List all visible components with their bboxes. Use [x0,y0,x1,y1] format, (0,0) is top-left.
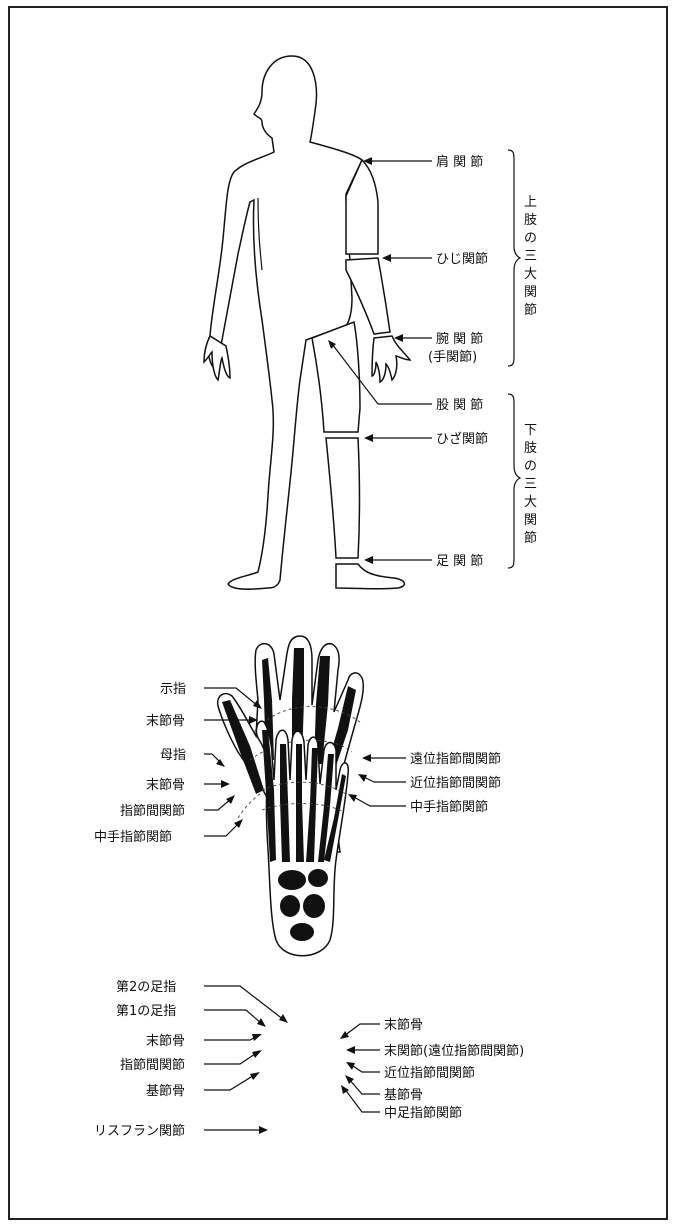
foot-labels: 第2の足指 第1の足指 末節骨 指節間関節 基節骨 リスフラン関節 末節骨 末関… [94,980,524,1139]
upper-limb-group-label: 上 肢 の 三 大 関 節 [524,195,537,318]
label-thumb: 母指 [160,748,186,763]
label-hand-ip-joint: 指節間関節 [120,804,185,819]
label-knee-joint: ひざ関節 [436,431,488,447]
label-foot-pip-joint: 近位指節間関節 [384,1066,475,1081]
lower-group-char-7: 節 [524,531,537,546]
joint-group-braces [508,150,520,568]
lower-group-char-2: 肢 [524,440,537,456]
label-lisfranc-joint: リスフラン関節 [94,1124,185,1139]
label-second-toe: 第2の足指 [116,980,176,995]
label-elbow-joint: ひじ関節 [436,252,488,267]
upper-group-char-1: 上 [524,195,537,210]
label-wrist-joint-alt: (手関節) [428,350,477,365]
label-hand-distal-phalanx-1: 末節骨 [146,714,185,729]
label-foot-distal-joint: 末関節(遠位指節間関節) [384,1044,524,1059]
label-foot-proximal-phalanx-left: 基節骨 [146,1084,185,1099]
lower-limb-group-label: 下 肢 の 三 大 関 節 [524,423,537,546]
label-foot-distal-phalanx-right: 末節骨 [384,1018,423,1033]
label-foot-mtp-joint: 中足指節関節 [384,1106,462,1121]
upper-group-char-7: 節 [524,303,537,318]
label-foot-ip-joint: 指節間関節 [120,1058,185,1073]
label-hand-mcp-joint-right: 中手指節関節 [410,800,488,815]
label-foot-distal-phalanx-left: 末節骨 [146,1034,185,1049]
human-body-outline [204,56,410,589]
label-hand-distal-phalanx-2: 末節骨 [146,778,185,793]
body-joint-labels: 肩 関 節 ひじ関節 腕 関 節 (手関節) 股 関 節 ひざ関節 足 関 節 [428,154,488,569]
lower-group-char-4: 三 [524,477,537,492]
lower-group-char-5: 大 [524,495,537,510]
label-foot-proximal-phalanx-right: 基節骨 [384,1088,423,1103]
label-hand-pip-joint: 近位指節間関節 [410,776,501,791]
label-hand-mcp-joint-left: 中手指節関節 [94,830,172,845]
label-shoulder-joint: 肩 関 節 [436,154,483,170]
label-hand-dip-joint: 遠位指節間関節 [410,752,501,767]
upper-group-char-4: 三 [524,249,537,264]
label-wrist-joint: 腕 関 節 [436,331,483,347]
foot-label-arrows [204,986,380,1134]
lower-group-char-1: 下 [524,423,537,438]
label-index-finger: 示指 [160,682,186,697]
label-ankle-joint: 足 関 節 [436,554,483,569]
upper-group-char-3: の [524,231,537,246]
lower-group-char-6: 関 [524,513,537,528]
label-hip-joint: 股 関 節 [436,398,483,413]
label-first-toe: 第1の足指 [116,1004,176,1019]
lower-group-char-3: の [524,459,537,474]
upper-group-char-6: 関 [524,285,537,300]
upper-group-char-5: 大 [524,267,537,282]
upper-group-char-2: 肢 [524,212,537,228]
